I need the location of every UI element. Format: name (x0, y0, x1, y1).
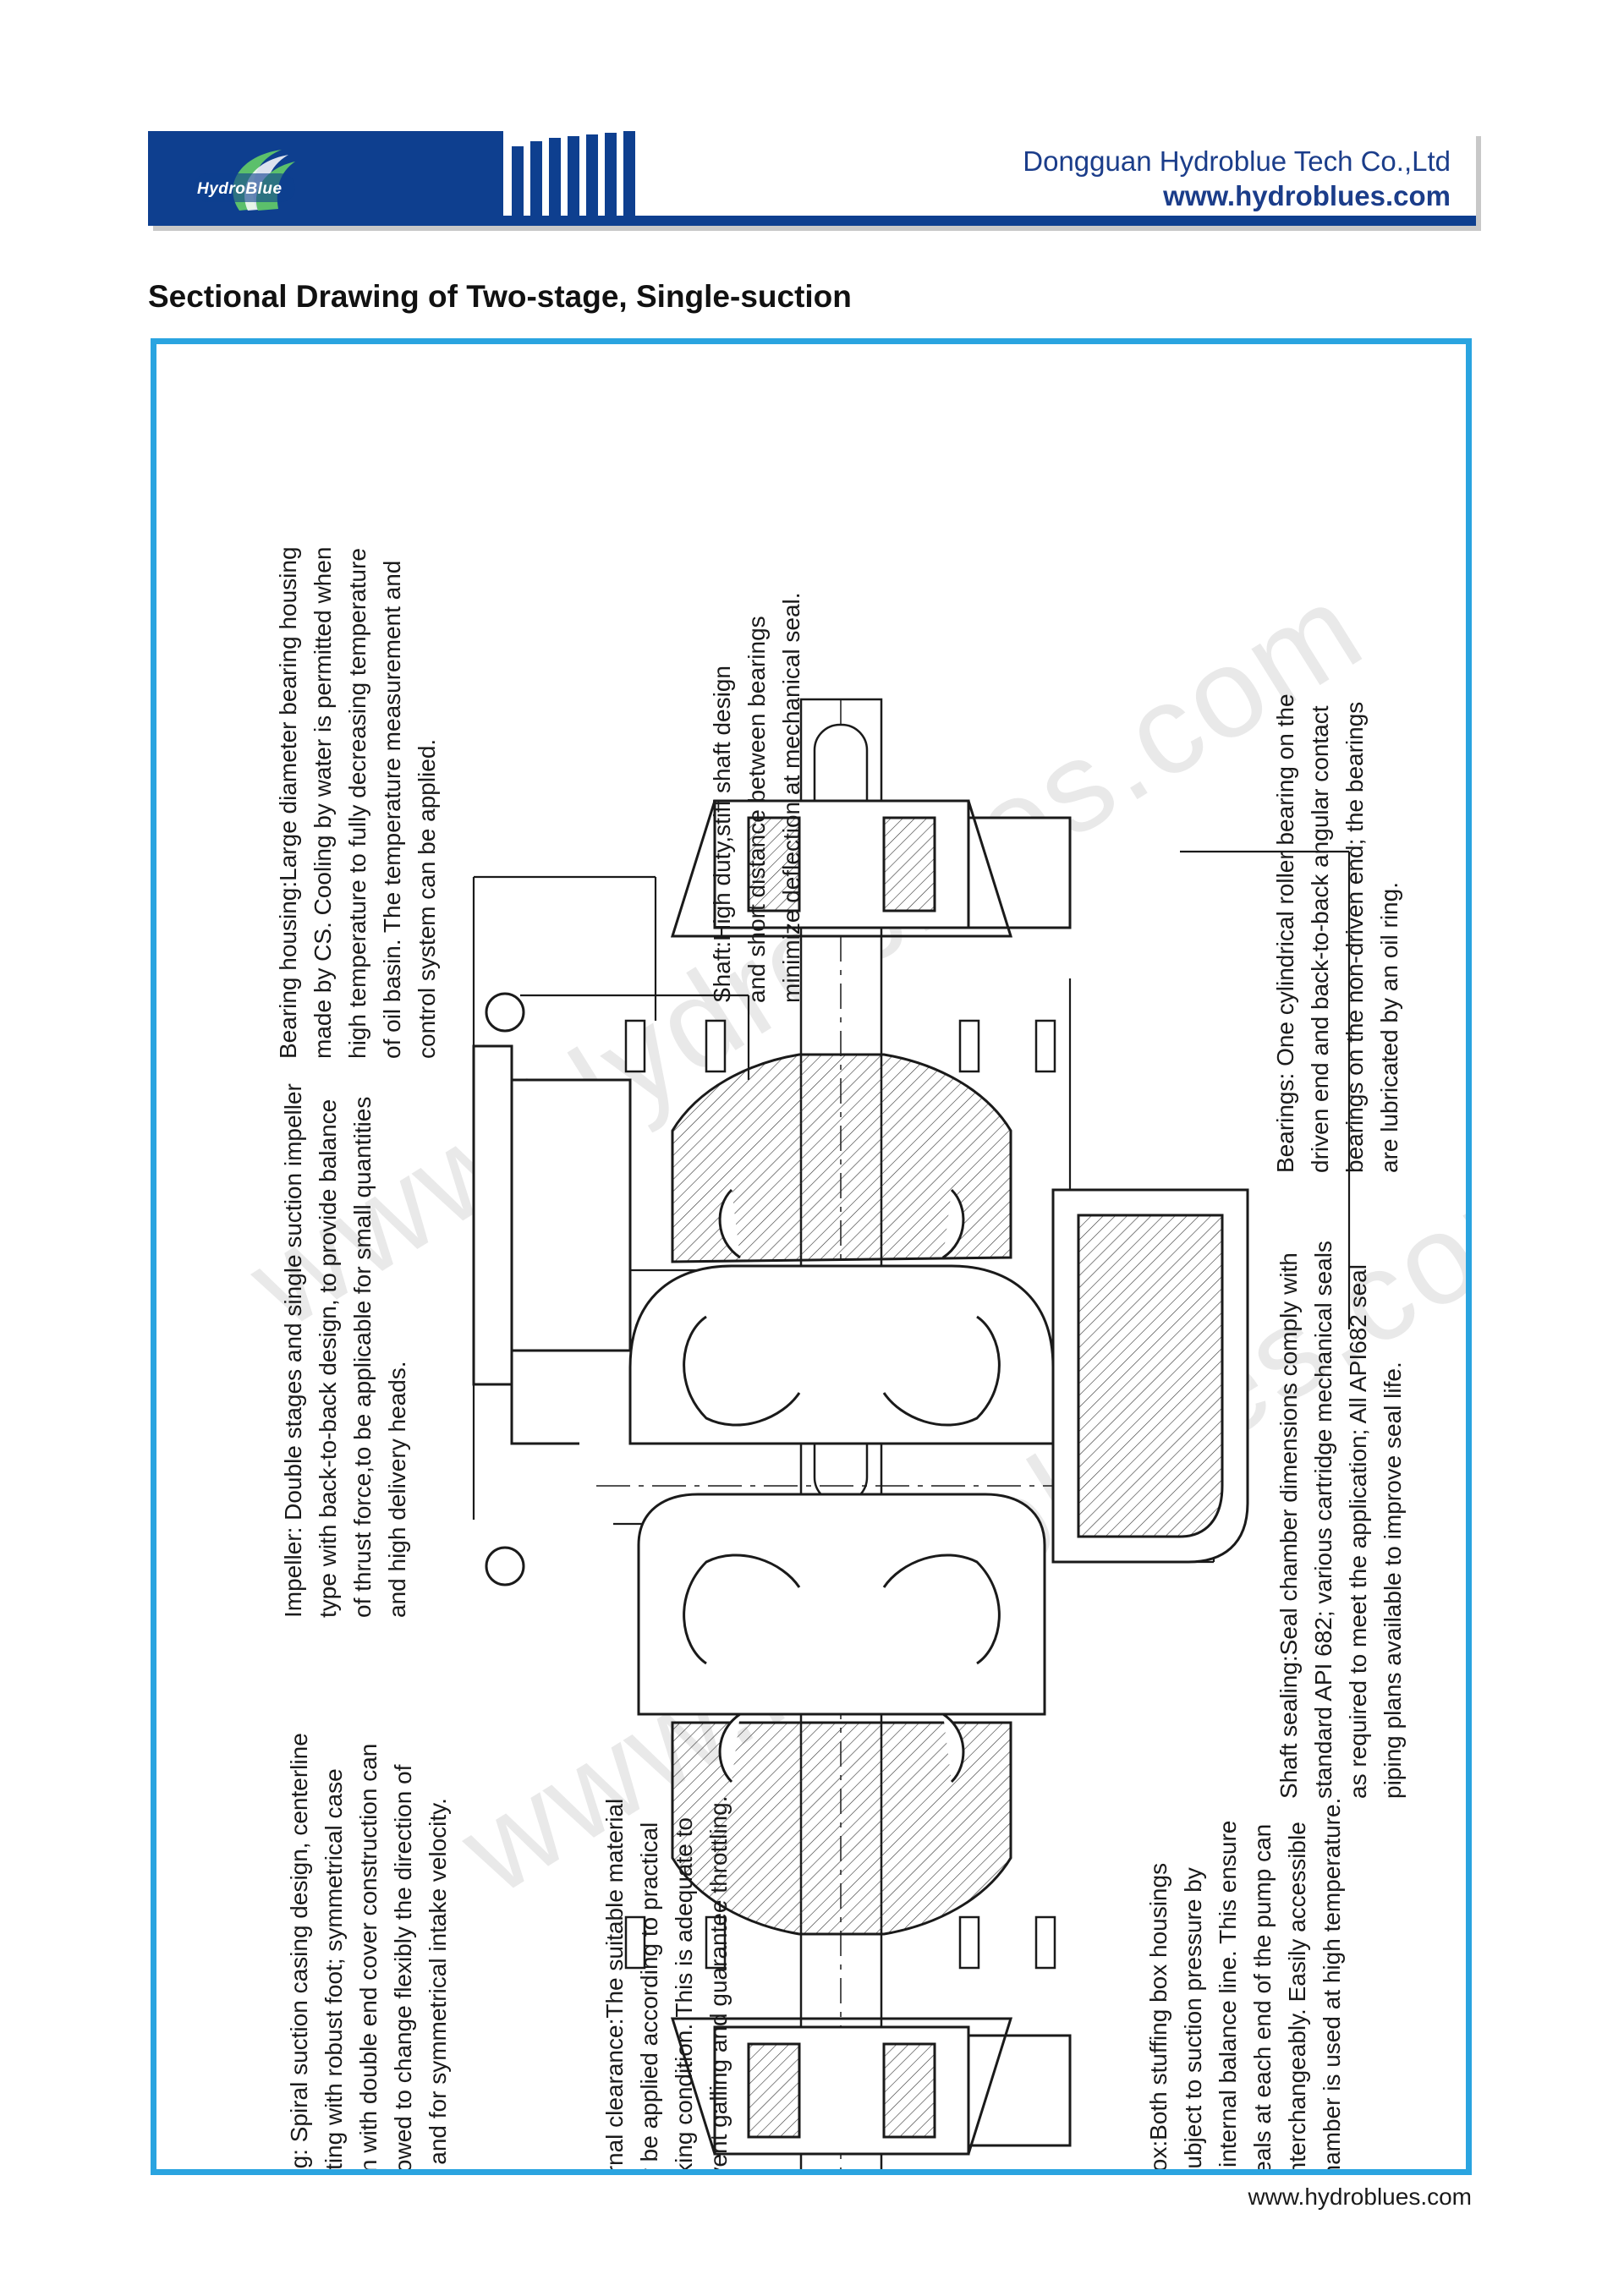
note-line: Stuffing box:Both stuffing box housings (1145, 1862, 1171, 2175)
note-line: standard API 682; various cartridge mech… (1310, 1241, 1336, 1799)
note-line: cooling chamber is used at high temperat… (1319, 1797, 1345, 2175)
section-title: Sectional Drawing of Two-stage, Single-s… (148, 279, 852, 314)
note-bearing-housing: Bearing housing:Large diameter bearing h… (271, 399, 448, 1059)
header-banner: HydroBlue Dongguan Hydroblue Tech Co.,Lt… (148, 131, 1476, 226)
note-line: that the seals at each end of the pump c… (1249, 1823, 1276, 2175)
note-line: Bearings: One cylindrical roller bearing… (1272, 693, 1298, 1173)
note-line: are only subject to suction pressure by (1180, 1867, 1206, 2175)
hydroblue-logo-icon (194, 150, 295, 211)
note-line: working condition. This is adequate to (671, 1817, 697, 2175)
note-line: of oil basin. The temperature measuremen… (379, 560, 405, 1059)
note-line: Shaft:High duty,stiff shaft design (709, 666, 735, 1003)
note-bearings: Bearings: One cylindrical roller bearing… (1268, 581, 1410, 1173)
note-line: be allowed to change flexibly the direct… (390, 1764, 416, 2175)
note-shaft-sealing: Shaft sealing:Seal chamber dimensions co… (1271, 1181, 1413, 1799)
note-line: prevent galling and guarantee throttling… (705, 1795, 732, 2175)
note-stuffing-box: Stuffing box:Both stuffing box housings … (1141, 1764, 1354, 2175)
note-line: drive, and for symmetrical intake veloci… (425, 1798, 451, 2175)
note-line: Internal clearance:The suitable material (601, 1798, 628, 2175)
note-line: mounting with robust foot; symmetrical c… (321, 1768, 347, 2175)
banner-stripes (503, 131, 647, 226)
company-website-link[interactable]: www.hydroblues.com (1163, 180, 1451, 211)
note-line: Shaft sealing:Seal chamber dimensions co… (1276, 1252, 1302, 1799)
note-line: Casing: Spiral suction casing design, ce… (286, 1733, 312, 2175)
note-line: use of an internal balance line. This en… (1215, 1820, 1241, 2175)
note-line: made by CS. Cooling by water is permitte… (310, 546, 336, 1059)
note-line: control system can be applied. (414, 738, 440, 1059)
note-line: may be applied according to practical (636, 1822, 662, 2175)
pump-sectional-drawing (472, 698, 1351, 2169)
footer-website-link[interactable]: www.hydroblues.com (1248, 2184, 1472, 2210)
note-line: and short distance between bearings (743, 616, 770, 1003)
note-line: as required to meet the application; All… (1345, 1264, 1371, 1799)
note-line: piping plans available to improve seal l… (1380, 1362, 1406, 1799)
note-casing: Casing: Spiral suction casing design, ce… (282, 1570, 459, 2175)
note-shaft: Shaft:High duty,stiff shaft design and s… (705, 546, 811, 1003)
note-line: Bearing housing:Large diameter bearing h… (275, 546, 301, 1059)
banner-bottom-bar (148, 216, 1476, 226)
note-internal-clearance: Internal clearance:The suitable material… (597, 1756, 739, 2175)
note-line: driven end and back-to-back angular cont… (1307, 705, 1333, 1173)
note-line: are lubricated by an oil ring. (1376, 882, 1402, 1173)
note-line: high temperature to fully decreasing tem… (344, 548, 370, 1059)
drawing-frame: www.Hydroblues.com www.Hydroblues.com (151, 338, 1472, 2175)
note-line: minimize deflection at mechanical seal. (778, 592, 804, 1003)
note-line: be used interchangeably. Easily accessib… (1284, 1822, 1310, 2175)
note-line: bearings on the non-driven end; the bear… (1341, 701, 1368, 1173)
note-line: design with double end cover constructio… (355, 1743, 381, 2175)
logo-text: HydroBlue (197, 180, 283, 198)
company-name: Dongguan Hydroblue Tech Co.,Ltd (1023, 145, 1451, 177)
